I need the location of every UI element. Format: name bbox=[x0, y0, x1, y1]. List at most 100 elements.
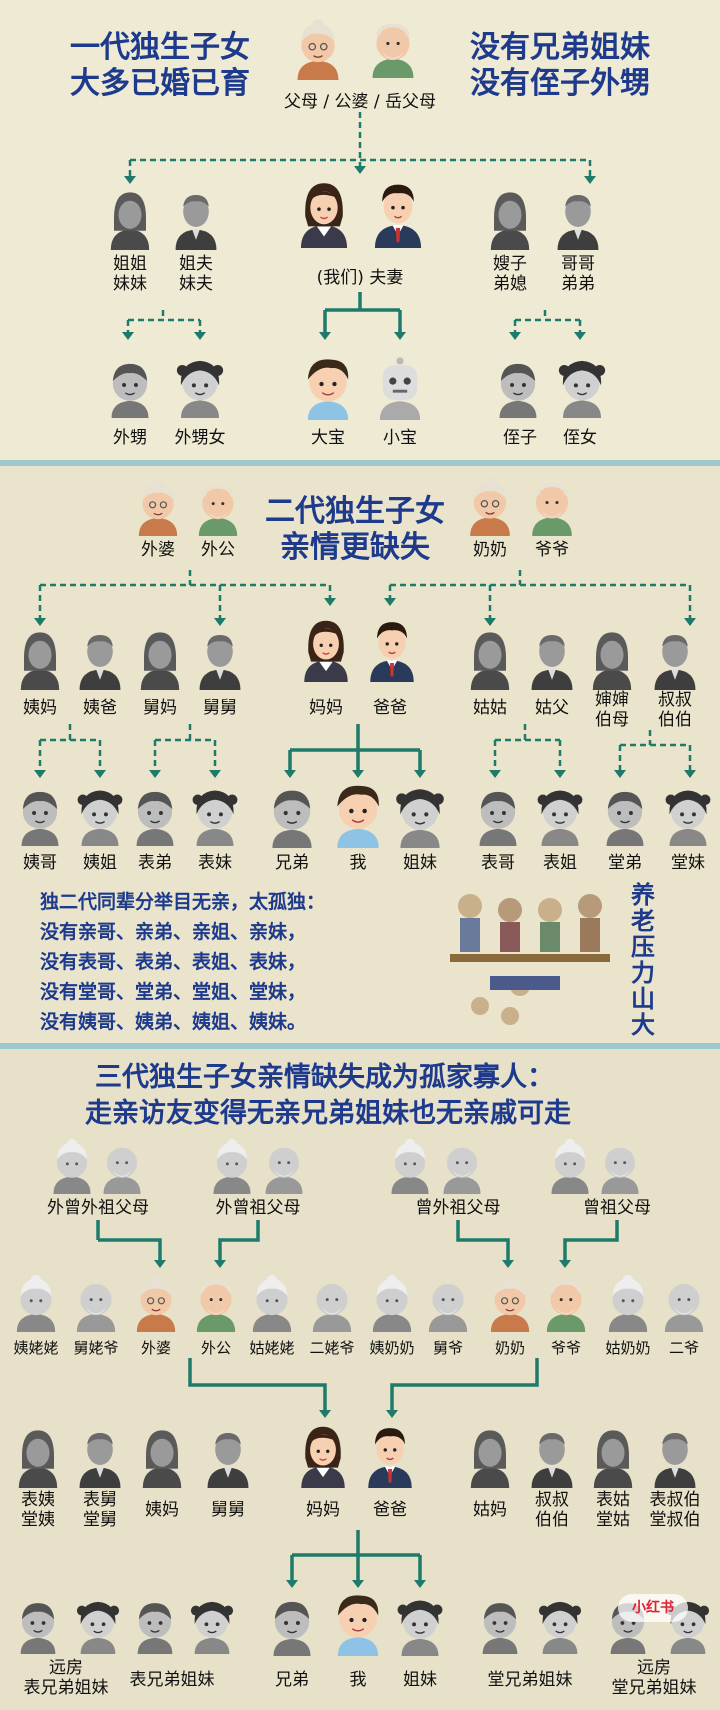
person-avatar bbox=[138, 479, 178, 536]
side-char: 压 bbox=[631, 933, 655, 961]
person-avatar bbox=[558, 360, 606, 418]
wife-avatar bbox=[300, 183, 348, 248]
person-avatar bbox=[265, 1147, 303, 1194]
person-avatar bbox=[273, 1601, 311, 1656]
label-jiulaoye: 舅姥爷 bbox=[73, 1339, 119, 1357]
connector-line bbox=[563, 1220, 619, 1262]
person-avatar bbox=[207, 1432, 249, 1488]
person-avatar bbox=[499, 363, 537, 418]
person-avatar bbox=[337, 1595, 379, 1656]
person-avatar bbox=[213, 1138, 251, 1194]
sec3-title-line1: 三代独生子女亲情缺失成为孤家寡人： bbox=[95, 1062, 554, 1093]
label-erye: 二爷 bbox=[668, 1339, 700, 1357]
person-avatar bbox=[79, 1432, 121, 1488]
arrow-head bbox=[352, 1580, 364, 1588]
label-bobo: 伯伯 bbox=[535, 1510, 569, 1530]
person-avatar bbox=[396, 789, 444, 848]
person-avatar bbox=[368, 1428, 412, 1488]
arrow-head bbox=[122, 332, 134, 340]
label-wo: 我 bbox=[349, 853, 367, 873]
arrow-head bbox=[352, 770, 364, 778]
person-avatar bbox=[490, 192, 530, 250]
arrow-head bbox=[194, 332, 206, 340]
arrow-head bbox=[214, 1260, 226, 1268]
label-mama: 妈妈 bbox=[309, 698, 343, 718]
label-baba: 爸爸 bbox=[373, 698, 407, 718]
person-avatar bbox=[192, 790, 238, 846]
arrow-head bbox=[554, 770, 566, 778]
label-zhizi: 侄子 bbox=[503, 428, 537, 448]
arrow-head bbox=[559, 1260, 571, 1268]
arrow-head bbox=[34, 618, 46, 626]
label-tangjiu: 堂舅 bbox=[83, 1510, 117, 1530]
label-guma: 姑妈 bbox=[473, 1500, 507, 1520]
arrow-head bbox=[574, 332, 586, 340]
side-char: 养 bbox=[631, 881, 655, 909]
title-right-line1: 没有兄弟姐妹 bbox=[470, 30, 650, 65]
label-yima: 姨妈 bbox=[145, 1500, 179, 1520]
arrow-head bbox=[319, 332, 331, 340]
label-gunainai: 姑奶奶 bbox=[605, 1339, 651, 1357]
person-avatar bbox=[20, 1603, 56, 1654]
arrow-head bbox=[414, 1580, 426, 1588]
person-avatar bbox=[76, 1284, 116, 1332]
arrow-head bbox=[502, 1260, 514, 1268]
parents-label: 父母 / 公婆 / 岳父母 bbox=[283, 92, 437, 112]
sec2-title-line1: 二代独生子女 bbox=[265, 494, 445, 529]
note-line4: 没有堂哥、堂弟、堂姐、堂妹， bbox=[40, 981, 307, 1003]
label-yeye: 爷爷 bbox=[535, 540, 569, 560]
label-waisheng: 外甥 bbox=[113, 428, 147, 448]
arrow-head bbox=[684, 770, 696, 778]
label-waishengnv: 外甥女 bbox=[174, 428, 226, 448]
person-avatar bbox=[532, 483, 572, 536]
connector-line bbox=[493, 724, 562, 772]
person-avatar bbox=[557, 194, 599, 250]
person-avatar bbox=[176, 360, 224, 418]
person-avatar bbox=[654, 1432, 696, 1488]
person-avatar bbox=[592, 632, 632, 690]
side-char: 大 bbox=[631, 1011, 655, 1039]
person-avatar bbox=[53, 1138, 91, 1194]
arrow-head bbox=[284, 770, 296, 778]
label-gugu: 姑姑 bbox=[473, 698, 507, 718]
arrow-head bbox=[34, 770, 46, 778]
arrow-head bbox=[384, 598, 396, 606]
person-avatar bbox=[470, 477, 510, 536]
connector-line bbox=[126, 310, 202, 334]
label-biaoxiongdijiemei-distant: 表兄弟姐妹 bbox=[23, 1678, 109, 1698]
sec2-title-line2: 亲情更缺失 bbox=[280, 530, 430, 565]
label-mama: 妈妈 bbox=[306, 1500, 340, 1520]
note-line2: 没有亲哥、亲弟、亲姐、亲妹， bbox=[40, 921, 307, 943]
arrow-head bbox=[209, 770, 221, 778]
person-avatar bbox=[272, 790, 312, 848]
eldercare-illustration bbox=[450, 894, 610, 1025]
label-yilaolao: 姨姥姥 bbox=[13, 1339, 59, 1357]
person-avatar bbox=[252, 1275, 292, 1332]
label-jiujiu: 舅舅 bbox=[203, 698, 237, 718]
arrow-head bbox=[286, 1580, 298, 1588]
label-zhinv: 侄女 bbox=[563, 428, 597, 448]
label-yima: 姨妈 bbox=[23, 698, 57, 718]
person-avatar bbox=[479, 791, 517, 846]
connector-line bbox=[153, 724, 217, 772]
label-yuanfang: 远房 bbox=[637, 1658, 671, 1678]
person-avatar bbox=[397, 1600, 443, 1656]
label-gege: 哥哥 bbox=[561, 254, 595, 274]
person-avatar bbox=[428, 1284, 468, 1332]
arrow-head bbox=[509, 332, 521, 340]
label-biaodi: 表弟 bbox=[138, 853, 172, 873]
sec3-title-line2: 走亲访友变得无亲兄弟姐妹也无亲戚可走 bbox=[85, 1098, 571, 1129]
person-avatar bbox=[20, 632, 60, 690]
label-didi: 弟弟 bbox=[561, 274, 595, 294]
person-avatar bbox=[546, 1280, 586, 1332]
connector-line bbox=[188, 1358, 539, 1412]
label-cengwaizufumu: 曾外祖父母 bbox=[415, 1198, 501, 1218]
person-avatar bbox=[606, 791, 644, 846]
father-avatar bbox=[370, 622, 414, 682]
label-biaogu: 表姑 bbox=[596, 1490, 630, 1510]
label-tangdi: 堂弟 bbox=[608, 853, 642, 873]
label-baba: 爸爸 bbox=[373, 1500, 407, 1520]
label-meifu: 妹夫 bbox=[179, 274, 213, 294]
label-gufu: 姑父 bbox=[535, 698, 569, 718]
